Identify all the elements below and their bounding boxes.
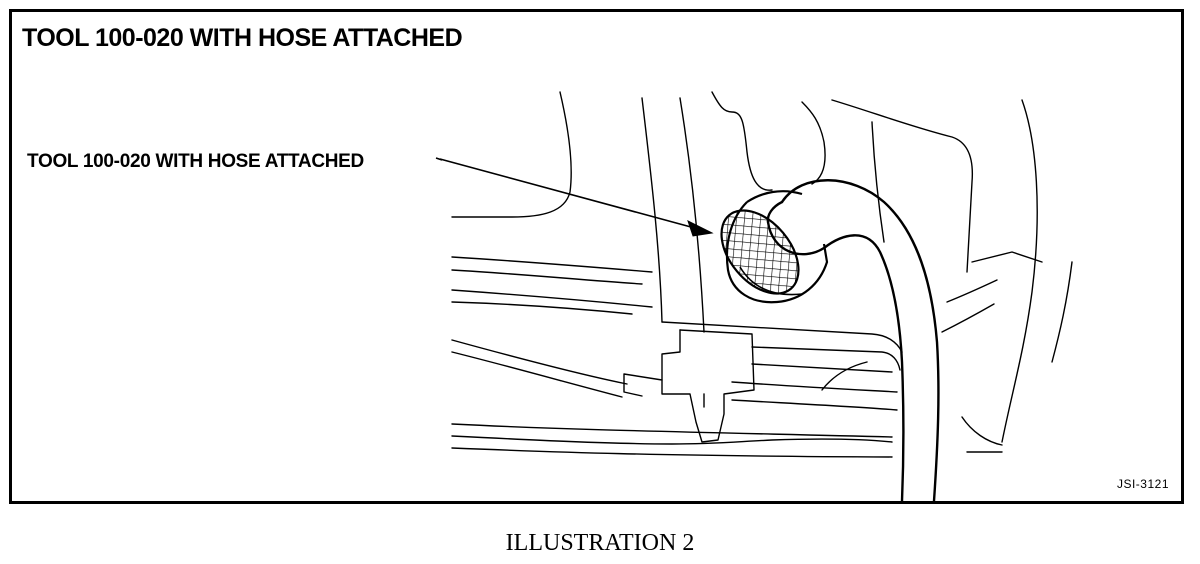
upper-bracket-2 xyxy=(801,101,826,185)
illustration-caption: ILLUSTRATION 2 xyxy=(505,530,695,556)
center-pillar-right xyxy=(679,97,705,333)
left-panel-edge xyxy=(451,91,572,218)
hose xyxy=(766,179,940,501)
upper-bracket xyxy=(711,91,773,191)
rail-3 xyxy=(451,289,653,308)
bottom-rail-3 xyxy=(451,447,893,458)
engine-bay-line-drawing xyxy=(435,91,1073,501)
figure-code: JSI-3121 xyxy=(1116,477,1169,491)
frame-title: TOOL 100-020 WITH HOSE ATTACHED xyxy=(22,24,463,52)
mounting-bracket xyxy=(623,329,755,443)
crossmember-mid xyxy=(751,346,901,371)
frame-rail-upper xyxy=(451,339,628,385)
right-fender xyxy=(1001,99,1038,443)
illustration-frame: TOOL 100-020 WITH HOSE ATTACHED TOOL 100… xyxy=(9,9,1184,504)
rail-1 xyxy=(451,256,653,273)
frame-rail-lower xyxy=(451,351,623,398)
center-pillar-left xyxy=(641,97,663,323)
bottom-rail-1 xyxy=(451,423,893,438)
rail-2 xyxy=(451,269,643,285)
callout-leader-arrow xyxy=(435,157,714,237)
bottom-rail-2 xyxy=(451,435,893,445)
tool-100-020 xyxy=(720,190,829,304)
rail-4 xyxy=(451,301,633,315)
callout-label: TOOL 100-020 WITH HOSE ATTACHED xyxy=(27,151,364,172)
